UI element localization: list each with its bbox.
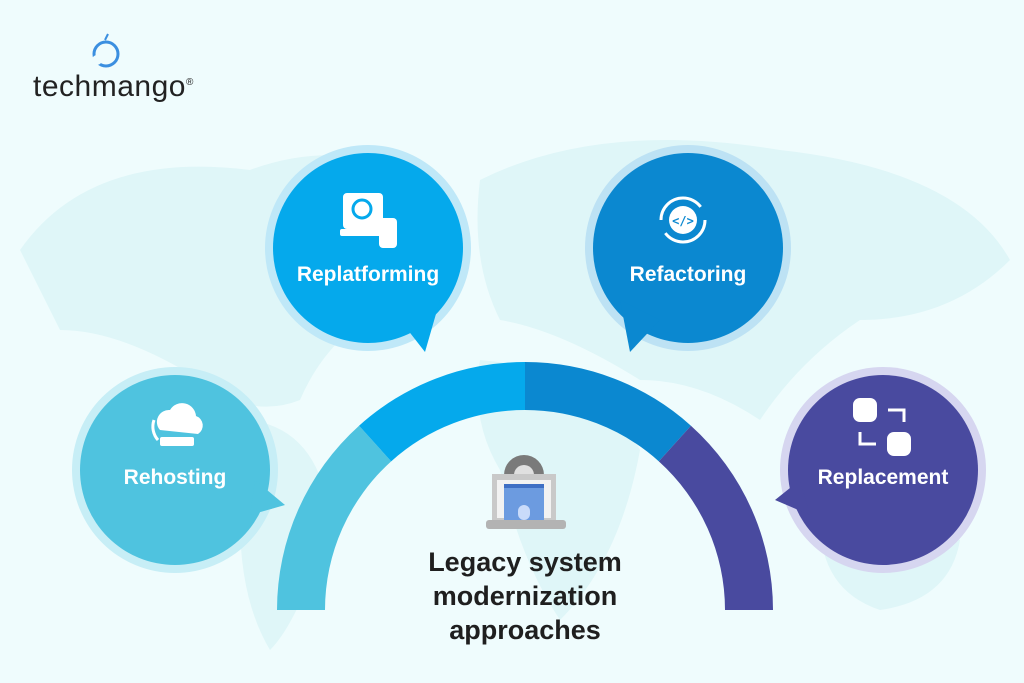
code-refresh-icon: </> — [659, 196, 707, 244]
title-line-1: Legacy system — [428, 547, 622, 577]
diagram-title: Legacy system modernization approaches — [375, 545, 675, 647]
bubble-replatforming — [265, 145, 471, 352]
arc-segment-replacement — [658, 425, 773, 610]
approach-label-replacement: Replacement — [817, 466, 949, 489]
arc-segment-replatforming — [359, 362, 525, 462]
logo-text-mango: mango — [91, 70, 186, 103]
platform-sync-icon — [340, 193, 397, 248]
arc-segment-rehosting — [277, 425, 392, 610]
approach-label-refactoring: Refactoring — [629, 263, 747, 286]
title-line-2: modernization — [432, 581, 618, 611]
registered-mark: ® — [185, 77, 194, 88]
techmango-logo: techmango® — [33, 33, 194, 104]
mango-logo-icon — [92, 33, 120, 68]
logo-text-tech: tech — [33, 70, 92, 103]
bubble-rehosting — [72, 367, 285, 573]
arc-segment-refactoring — [525, 362, 691, 462]
laptop-building-gear-icon — [486, 455, 566, 529]
approaches-arc — [277, 362, 773, 610]
approach-label-replatforming: Replatforming — [296, 263, 440, 286]
swap-blocks-icon — [853, 398, 911, 456]
title-line-3: approaches — [449, 615, 601, 645]
approach-label-rehosting: Rehosting — [123, 466, 227, 489]
bubble-replacement — [775, 367, 986, 573]
bubble-refactoring — [585, 145, 791, 352]
svg-text:</>: </> — [672, 214, 694, 228]
cloud-server-icon — [151, 403, 203, 446]
